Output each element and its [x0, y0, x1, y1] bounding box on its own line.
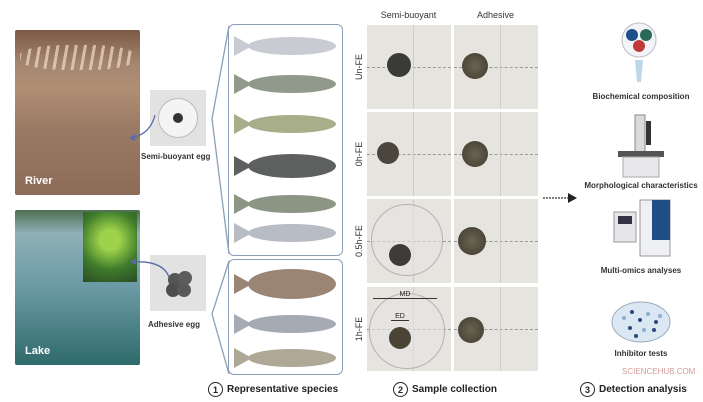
tube-icon: [621, 22, 657, 82]
colony-dot: [638, 318, 642, 322]
md-annotation: MD: [373, 291, 437, 299]
colony-dot: [654, 320, 658, 324]
semi-buoyant-egg-micrograph: [367, 25, 451, 109]
semi-buoyant-egg-label: Semi-buoyant egg: [141, 152, 211, 161]
colony-dot: [622, 316, 626, 320]
colony-dot: [628, 326, 632, 330]
colony-dot: [658, 314, 662, 318]
biochemical-composition-label: Biochemical composition: [592, 92, 690, 101]
fish-illustration: [234, 194, 336, 214]
semi-buoyant-egg-micrograph: [367, 199, 451, 283]
fish-illustrations: [234, 36, 336, 368]
semi-buoyant-species-box: [228, 24, 343, 256]
lake-label: Lake: [25, 345, 51, 357]
fish-illustration: [234, 36, 336, 56]
mass-spectrometer-icon: [613, 199, 671, 257]
adhesive-egg-image: [150, 255, 206, 311]
column-header-semi-buoyant: Semi-buoyant: [380, 10, 437, 20]
river-label: River: [25, 175, 53, 187]
colony-dot: [642, 328, 646, 332]
fish-illustration: [234, 114, 336, 134]
colony-dot: [630, 310, 634, 314]
adhesive-egg-micrograph: [454, 199, 538, 283]
lake-photo: Lake: [15, 210, 140, 365]
inhibitor-tests-label: Inhibitor tests: [614, 349, 668, 358]
colony-dot: [652, 328, 656, 332]
petri-dish-icon: [611, 301, 671, 343]
ed-annotation: ED: [391, 313, 409, 321]
fish-illustration: [234, 223, 336, 243]
column-header-adhesive: Adhesive: [476, 10, 515, 20]
fish-illustration: [234, 348, 336, 368]
row-label: 1h-FE: [354, 316, 364, 342]
microscope-icon: [618, 114, 664, 178]
fish-illustration: [234, 269, 336, 299]
bracket-lines: [211, 25, 230, 375]
colony-dot: [646, 312, 650, 316]
row-label: Un-FE: [354, 54, 364, 81]
adhesive-egg-label: Adhesive egg: [148, 320, 201, 329]
fish-illustration: [234, 154, 336, 178]
semi-buoyant-egg-micrograph: MD ED: [367, 287, 451, 371]
river-photo: River: [15, 30, 140, 195]
multi-omics-analyses-label: Multi-omics analyses: [600, 266, 682, 275]
semi-buoyant-egg-micrograph: [367, 112, 451, 196]
morphological-characteristics-label: Morphological characteristics: [584, 181, 698, 190]
arrow-icon: [543, 193, 577, 203]
colony-dot: [634, 334, 638, 338]
watermark: SCIENCEHUB.COM: [622, 367, 696, 376]
row-label: 0.5h-FE: [354, 225, 364, 258]
adhesive-egg-micrograph: [454, 287, 538, 371]
adhesive-egg-micrograph: [454, 25, 538, 109]
semi-buoyant-egg-image: [150, 90, 206, 146]
adhesive-egg-micrograph: [454, 112, 538, 196]
row-label: 0h-FE: [354, 141, 364, 167]
fish-illustration: [234, 314, 336, 334]
fish-illustration: [234, 74, 336, 94]
